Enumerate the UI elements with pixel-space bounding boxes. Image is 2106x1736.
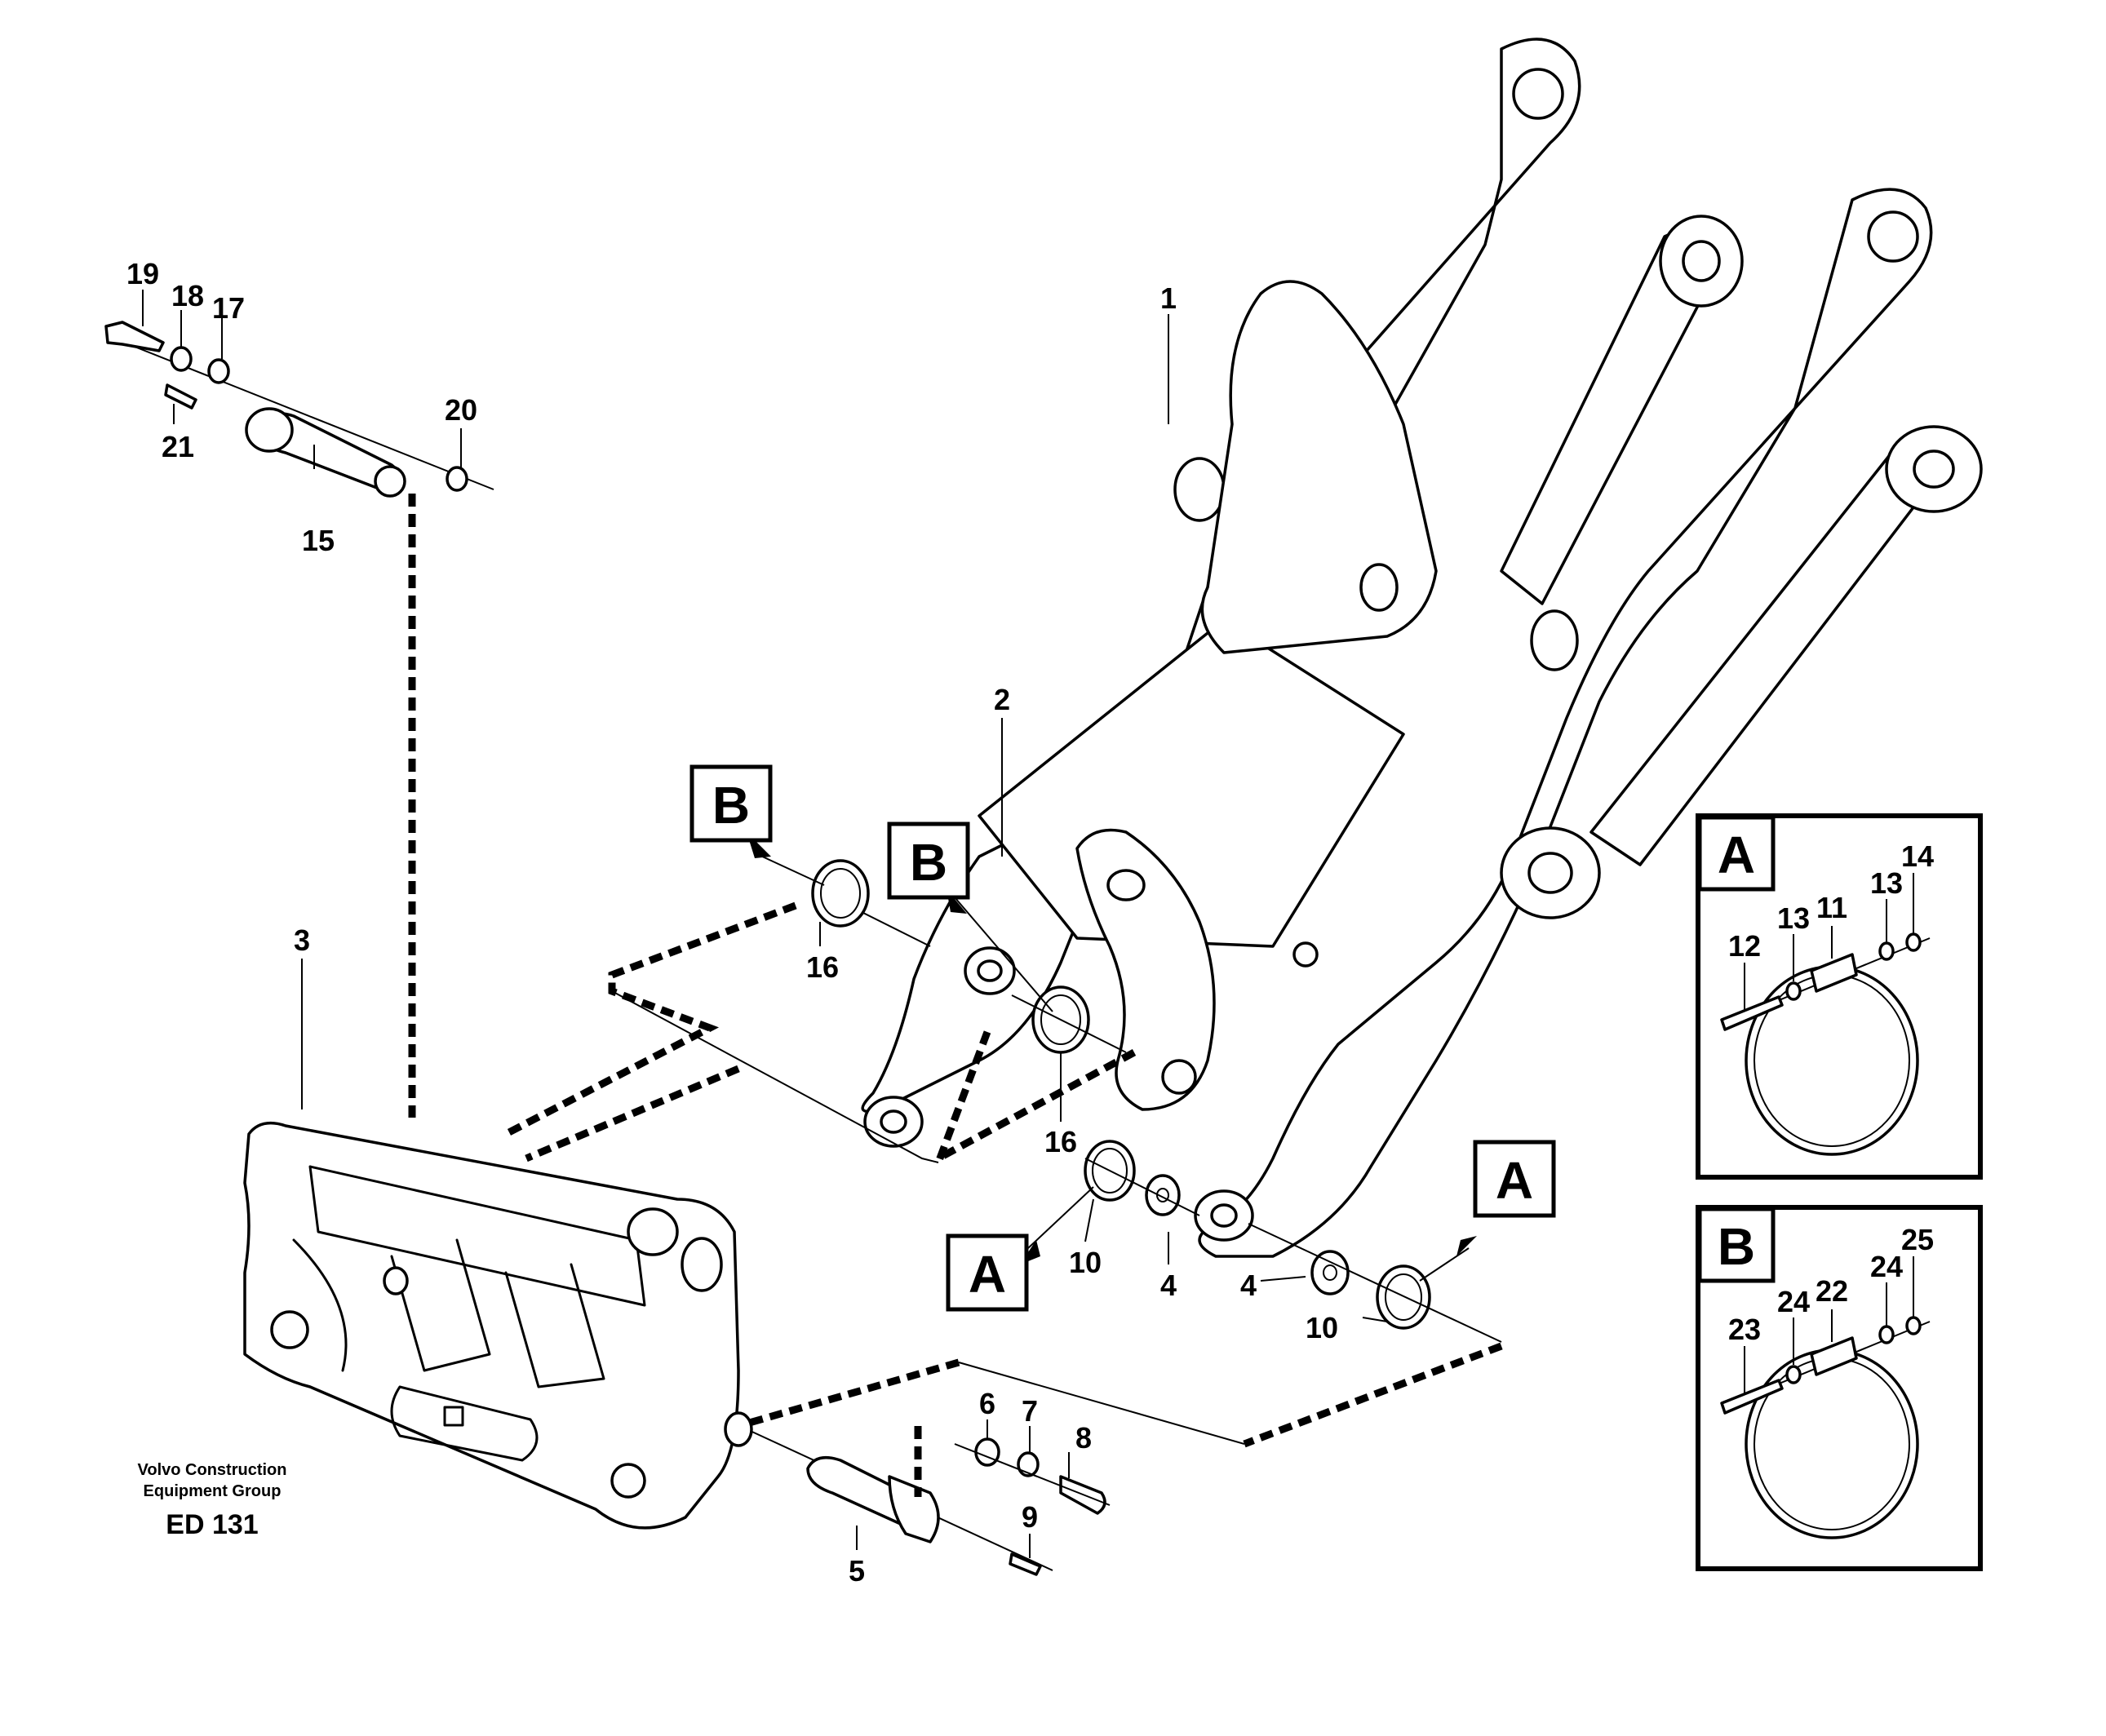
detail-b-callout-23: 23 [1728,1313,1761,1346]
callout-20: 20 [445,393,477,427]
diagram-code: ED 131 [166,1509,258,1540]
callout-2: 2 [994,683,1010,716]
callout-18: 18 [171,279,204,312]
callout-4-right: 4 [1240,1269,1257,1302]
credit-block: Volvo Construction Equipment Group ED 13… [138,1461,287,1540]
view-label-a-lower-left: A [946,1233,1029,1312]
pin-5-group [724,1411,1111,1576]
view-label-b-middle-text: B [910,833,947,892]
bolt-19 [104,321,165,352]
detail-a-callout-13-left: 13 [1777,901,1810,935]
callout-16-upper: 16 [806,950,839,984]
spacer-4-left [1145,1174,1181,1216]
callout-21: 21 [162,430,194,463]
view-label-b-middle: B [887,822,970,900]
clamp-ring-b [1745,1348,1919,1539]
link-arm [1200,280,1438,654]
grease-nipple-9 [1009,1552,1042,1576]
view-label-a-lower-right-text: A [1496,1151,1533,1210]
callout-4-left: 4 [1160,1269,1177,1302]
spacer-4-right [1310,1250,1350,1295]
washer-6 [974,1437,1000,1467]
view-label-a-lower-right: A [1473,1140,1556,1218]
detail-a-callout-12: 12 [1728,929,1761,963]
grease-nipple-21 [164,383,197,410]
callout-3: 3 [294,923,310,957]
bolt-12 [1720,995,1784,1031]
detail-a-callout-13-right: 13 [1870,866,1903,900]
callout-15: 15 [302,524,335,557]
credit-line-1: Volvo Construction [138,1461,287,1479]
callout-9: 9 [1022,1500,1038,1534]
link-arm-assembly [1075,280,1438,1111]
nut-14 [1905,932,1922,952]
detail-a-callout-14: 14 [1901,839,1934,873]
seals-and-spacers [811,859,1502,1343]
callout-17: 17 [212,291,245,325]
leader-lines [142,290,1470,1558]
detail-b-callout-24-right: 24 [1870,1250,1903,1283]
boom-cross-member [978,618,1405,948]
coupler-frame-body [243,1121,740,1530]
pin-15-group [104,321,494,1118]
callout-16-middle: 16 [1044,1125,1077,1158]
callout-8: 8 [1075,1421,1092,1455]
detail-panel-b: B 22 23 24 24 25 [1696,1205,1983,1571]
credit-line-2: Equipment Group [144,1482,282,1500]
detail-a-callout-11: 11 [1816,891,1847,924]
detail-a-label: A [1718,826,1755,884]
washer-17 [207,358,230,384]
view-label-a-lower-left-text: A [969,1245,1006,1304]
callout-6: 6 [979,1387,995,1420]
callout-1: 1 [1160,281,1177,315]
nut-20 [446,466,468,492]
detail-b-callout-24-left: 24 [1777,1285,1810,1318]
washer-13-left [1785,981,1802,1001]
washer-24-left [1785,1365,1802,1384]
detail-b-callout-25: 25 [1901,1223,1934,1256]
washer-7 [1017,1451,1040,1477]
nut-25 [1905,1316,1922,1335]
detail-b-label: B [1718,1217,1755,1276]
clamp-ring-a [1745,965,1919,1156]
view-label-b-upper-text: B [712,776,750,835]
callout-19: 19 [126,257,159,290]
callout-5: 5 [849,1554,865,1588]
washer-24-right [1878,1325,1895,1344]
bolt-23 [1720,1379,1784,1415]
detail-b-callout-22: 22 [1816,1274,1848,1308]
coupler-frame [243,1121,740,1530]
callout-numbers: 1 2 3 4 4 5 6 7 8 9 10 10 15 16 16 17 18… [126,257,1338,1588]
washer-13-right [1878,941,1895,961]
assembly-paths [503,901,1503,1448]
boom-arm-right [1198,188,1933,1258]
washer-18 [170,346,193,372]
callout-7: 7 [1022,1394,1038,1428]
callout-10-right: 10 [1306,1311,1338,1344]
view-label-b-upper: B [689,764,773,843]
hydraulic-cylinders [1500,215,1983,919]
guide-link [1075,828,1216,1111]
detail-panel-a: A 11 12 13 13 14 [1696,813,1983,1180]
callout-10-left: 10 [1069,1246,1102,1279]
